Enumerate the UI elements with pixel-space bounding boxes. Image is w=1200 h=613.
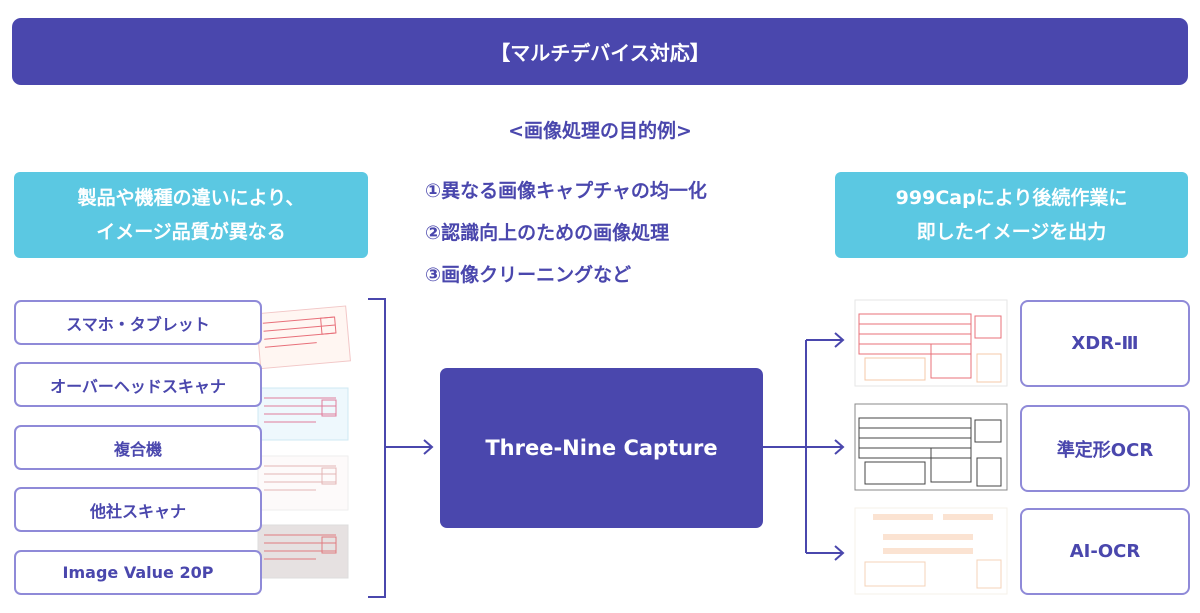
purpose-list: ①異なる画像キャプチャの均一化 ②認識向上のための画像処理 ③画像クリーニングな… (425, 170, 707, 296)
form-thumbnail (257, 387, 349, 441)
output-image-thumbnails (854, 299, 1008, 595)
bracket (368, 298, 386, 598)
arrowhead (423, 439, 434, 455)
left-note: 製品や機種の違いにより、 イメージ品質が異なる (14, 172, 368, 258)
arrowhead (834, 545, 845, 561)
arrowhead (834, 439, 845, 455)
purpose-item: ②認識向上のための画像処理 (425, 222, 670, 244)
output-label: AI-OCR (1069, 541, 1141, 562)
device-overhead-scanner: オーバーヘッドスキャナ (14, 362, 262, 407)
header-title: 【マルチデバイス対応】 (490, 41, 710, 65)
device-label: Image Value 20P (62, 563, 214, 582)
right-note-line2: 即したイメージを出力 (916, 221, 1107, 243)
device-other-scanner: 他社スキャナ (14, 487, 262, 532)
purpose-item: ③画像クリーニングなど (425, 264, 632, 286)
device-label: 複合機 (113, 439, 162, 459)
form-thumbnail-mono (854, 403, 1008, 491)
right-note-line1: 999Capにより後続作業に (895, 187, 1128, 209)
left-note-line2: イメージ品質が異なる (96, 221, 286, 243)
output-semi-structured-ocr: 準定形OCR (1020, 405, 1190, 492)
device-mfp: 複合機 (14, 425, 262, 470)
form-thumbnail-color (854, 299, 1008, 387)
device-smartphone-tablet: スマホ・タブレット (14, 300, 262, 345)
device-label: スマホ・タブレット (66, 314, 210, 334)
right-note: 999Capにより後続作業に 即したイメージを出力 (835, 172, 1188, 258)
left-note-line1: 製品や機種の違いにより、 (77, 187, 305, 209)
three-nine-capture-box: Three-Nine Capture (440, 368, 763, 528)
form-thumbnail-dropout (854, 507, 1008, 595)
subtitle: <画像処理の目的例> (508, 120, 692, 142)
purpose-item: ①異なる画像キャプチャの均一化 (425, 180, 707, 202)
center-label: Three-Nine Capture (485, 436, 718, 460)
form-thumbnail (257, 455, 349, 511)
form-thumbnail (256, 305, 351, 370)
device-label: 他社スキャナ (89, 501, 186, 521)
arrowhead (834, 332, 845, 348)
input-image-thumbnails (256, 305, 351, 579)
output-label: XDR-Ⅲ (1071, 333, 1139, 354)
device-label: オーバーヘッドスキャナ (50, 376, 226, 396)
output-label: 準定形OCR (1056, 439, 1154, 461)
output-xdr-iii: XDR-Ⅲ (1020, 300, 1190, 387)
output-ai-ocr: AI-OCR (1020, 508, 1190, 595)
form-thumbnail (257, 524, 349, 579)
device-image-value-20p: Image Value 20P (14, 550, 262, 595)
header-banner: 【マルチデバイス対応】 (12, 18, 1188, 85)
